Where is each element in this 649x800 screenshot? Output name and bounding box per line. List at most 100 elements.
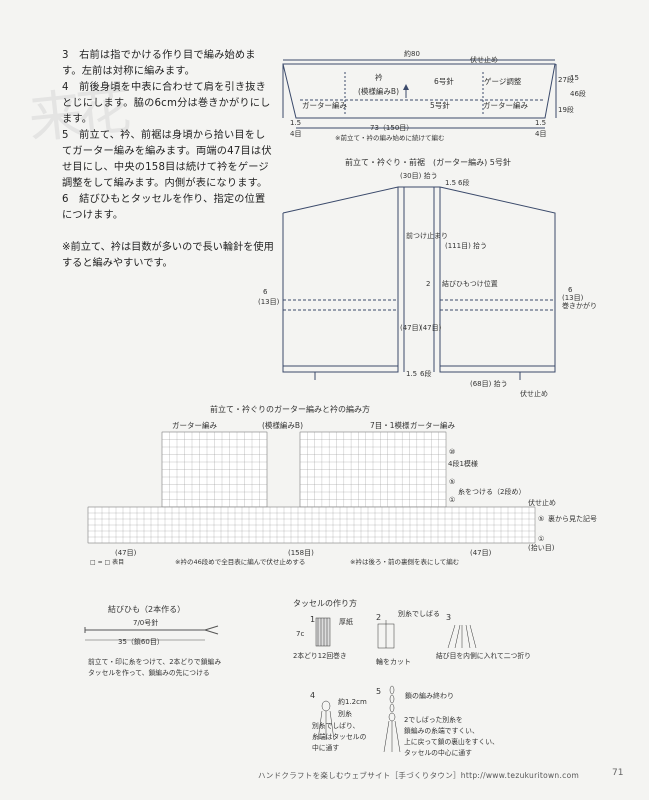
- chain-end-label: 鎖の編み終わり: [405, 691, 454, 700]
- s5-note3: 上に戻って鎖の裏山をすくい、: [404, 737, 499, 746]
- h19-label: 19段: [558, 105, 574, 114]
- pick68-label: (68目) 拾う: [470, 379, 508, 388]
- collar-label: 衿: [375, 72, 383, 82]
- mid-47a: (47目): [400, 324, 422, 332]
- bottom-6: 6段: [420, 369, 431, 378]
- chart-pattern-b: (模様編みB): [262, 420, 303, 430]
- legend: □ = □ 表目: [90, 558, 124, 566]
- row-5: ⑤: [449, 478, 455, 486]
- top-1-5: 1.5: [445, 179, 456, 187]
- row-10: ⑩: [449, 448, 455, 456]
- pattern-b-label: (模様編みB): [358, 86, 399, 96]
- instruction-step-5: 5 前立て、衿、前裾は身頃から拾い目をしてガーター編みを編みます。両端の47目は…: [62, 130, 272, 189]
- step1: 1: [310, 615, 315, 624]
- step5: 5: [376, 687, 381, 696]
- left-6: 6: [263, 288, 268, 296]
- left-body: [282, 186, 399, 373]
- top-pick-label: (30目) 拾う: [400, 171, 438, 180]
- instruction-step-6: 6 結びひもとタッセルを作り、指定の位置につけます。: [62, 194, 266, 221]
- step2: 2: [376, 613, 381, 622]
- s5-note1: 2でしばった別糸を: [404, 715, 463, 724]
- h15-label: 15: [570, 74, 579, 82]
- count-47a: (47目): [115, 549, 137, 557]
- left-13: (13目): [258, 298, 280, 306]
- bottom-note: ※前立て・衿の編み始めに続けて編む: [335, 133, 444, 142]
- right-4: 4目: [535, 130, 546, 138]
- tassel-title: タッセルの作り方: [293, 598, 357, 608]
- h46-label: 46段: [570, 89, 586, 98]
- chart-title: 前立て・衿ぐりのガーター編みと衿の編み方: [210, 404, 370, 414]
- page-number: 71: [612, 768, 624, 778]
- top-width-label: 約80: [404, 49, 420, 58]
- left-1-5: 1.5: [290, 119, 301, 127]
- gauge-adjust-label: ゲージ調整: [484, 76, 522, 86]
- count-158: (158目): [288, 549, 314, 557]
- chart-note1: ※衿の46段めで全目表に編んで伏せ止めする: [175, 557, 305, 566]
- tie-pos-label: 結びひもつけ位置: [442, 279, 498, 288]
- needle6-label: 6号針: [434, 76, 454, 86]
- mid-47b: (47目): [420, 324, 442, 332]
- cord-note2: タッセルを作って、鎖編みの先につける: [88, 668, 210, 677]
- step4: 4: [310, 691, 315, 700]
- tie-note3: 中に通す: [312, 743, 339, 752]
- cord-title: 結びひも（2本作る）: [108, 604, 185, 614]
- right-6: 6: [568, 286, 573, 294]
- other-yarn-label: 別糸: [338, 709, 352, 718]
- left-4: 4目: [290, 130, 301, 138]
- garter-left-label: ガーター編み: [302, 100, 347, 110]
- chart-rep: 7目・1模様: [370, 420, 410, 430]
- tassel-step2-graphic: [377, 620, 395, 649]
- front-stop-label: 前つけ止まり: [406, 231, 448, 240]
- cord-needle: 7/0号針: [133, 618, 158, 627]
- cord-graphic: [84, 625, 219, 641]
- bottom-1-5: 1.5: [406, 370, 417, 378]
- separate-label: 別糸でしばる: [398, 609, 440, 618]
- cord-length: 35（鎖60目）: [118, 637, 164, 646]
- instruction-step-3: 3 右前は指でかける作り目で編み始めます。左前は対称に編みます。: [62, 50, 256, 77]
- arrow-head-1: [403, 84, 409, 90]
- garter-right-label: ガーター編み: [483, 100, 528, 110]
- pickup-label: (拾い目): [528, 543, 555, 552]
- tie-note1: 別糸でしばり、: [312, 721, 359, 730]
- row-1b: ①: [538, 535, 544, 543]
- approx-label: 約1.2cm: [338, 697, 367, 706]
- wind-label: 2本どり12回巻き: [293, 651, 347, 660]
- step3: 3: [446, 613, 451, 622]
- row-5b: ⑤: [538, 515, 544, 523]
- bottom-width-label: 73（150目）: [370, 124, 413, 132]
- instruction-step-4: 4 前後身頃を中表に合わせて肩を引き抜きとじにします。脇の6cm分は巻きかがりに…: [62, 82, 271, 125]
- needle5-label: 5号針: [430, 100, 450, 110]
- tassel-step5-graphic: [383, 685, 401, 753]
- top-6: 6段: [458, 178, 469, 187]
- tie-2: 2: [426, 280, 430, 288]
- band-bind-off: 伏せ止め: [520, 389, 548, 398]
- chart-garter-a: ガーター編み: [172, 420, 217, 430]
- fold-label: 結び目を内側に入れて二つ折り: [436, 651, 531, 660]
- footer: ハンドクラフトを楽しむウェブサイト［手づくりタウン］http://www.tez…: [258, 771, 580, 780]
- right-1-5: 1.5: [535, 119, 546, 127]
- tassel-step1-graphic: [315, 617, 331, 647]
- whip-label: 巻きかがり: [562, 301, 597, 310]
- pattern-rows: 4段1模様: [448, 459, 478, 468]
- count-47b: (47目): [470, 549, 492, 557]
- right-13: (13目): [562, 294, 584, 302]
- band-title: 前立て・衿ぐり・前裾 (ガーター編み) 5号針: [345, 157, 511, 167]
- s5-note4: タッセルの中心に通す: [404, 748, 472, 757]
- cord-note1: 前立て・印に糸をつけて、2本どりで鎖編み: [88, 657, 221, 666]
- instructions: 3 右前は指でかける作り目で編み始めます。左前は対称に編みます。 4 前後身頃を…: [62, 48, 272, 224]
- bind-off-label: 伏せ止め: [470, 55, 498, 64]
- h27-label: 27段: [558, 75, 574, 84]
- tassel-step4-graphic: [317, 700, 335, 741]
- attach-label: 糸をつける（2段め）: [458, 487, 525, 496]
- s5-note2: 鎖編みの糸端ですくい、: [404, 726, 479, 735]
- tassel-step3-graphic: [447, 624, 477, 649]
- tie-note2: 糸端はタッセルの: [312, 732, 367, 741]
- cut-label: 輪をカット: [376, 657, 411, 666]
- chart-note2: ※衿は後ろ・前の裏側を表にして編む: [350, 557, 459, 566]
- reverse-label: 裏から見た記号: [548, 514, 597, 523]
- chart-bind-off: 伏せ止め: [528, 498, 556, 507]
- pick111-label: (111目) 拾う: [445, 241, 487, 250]
- chart-garter-b: ガーター編み: [410, 420, 455, 430]
